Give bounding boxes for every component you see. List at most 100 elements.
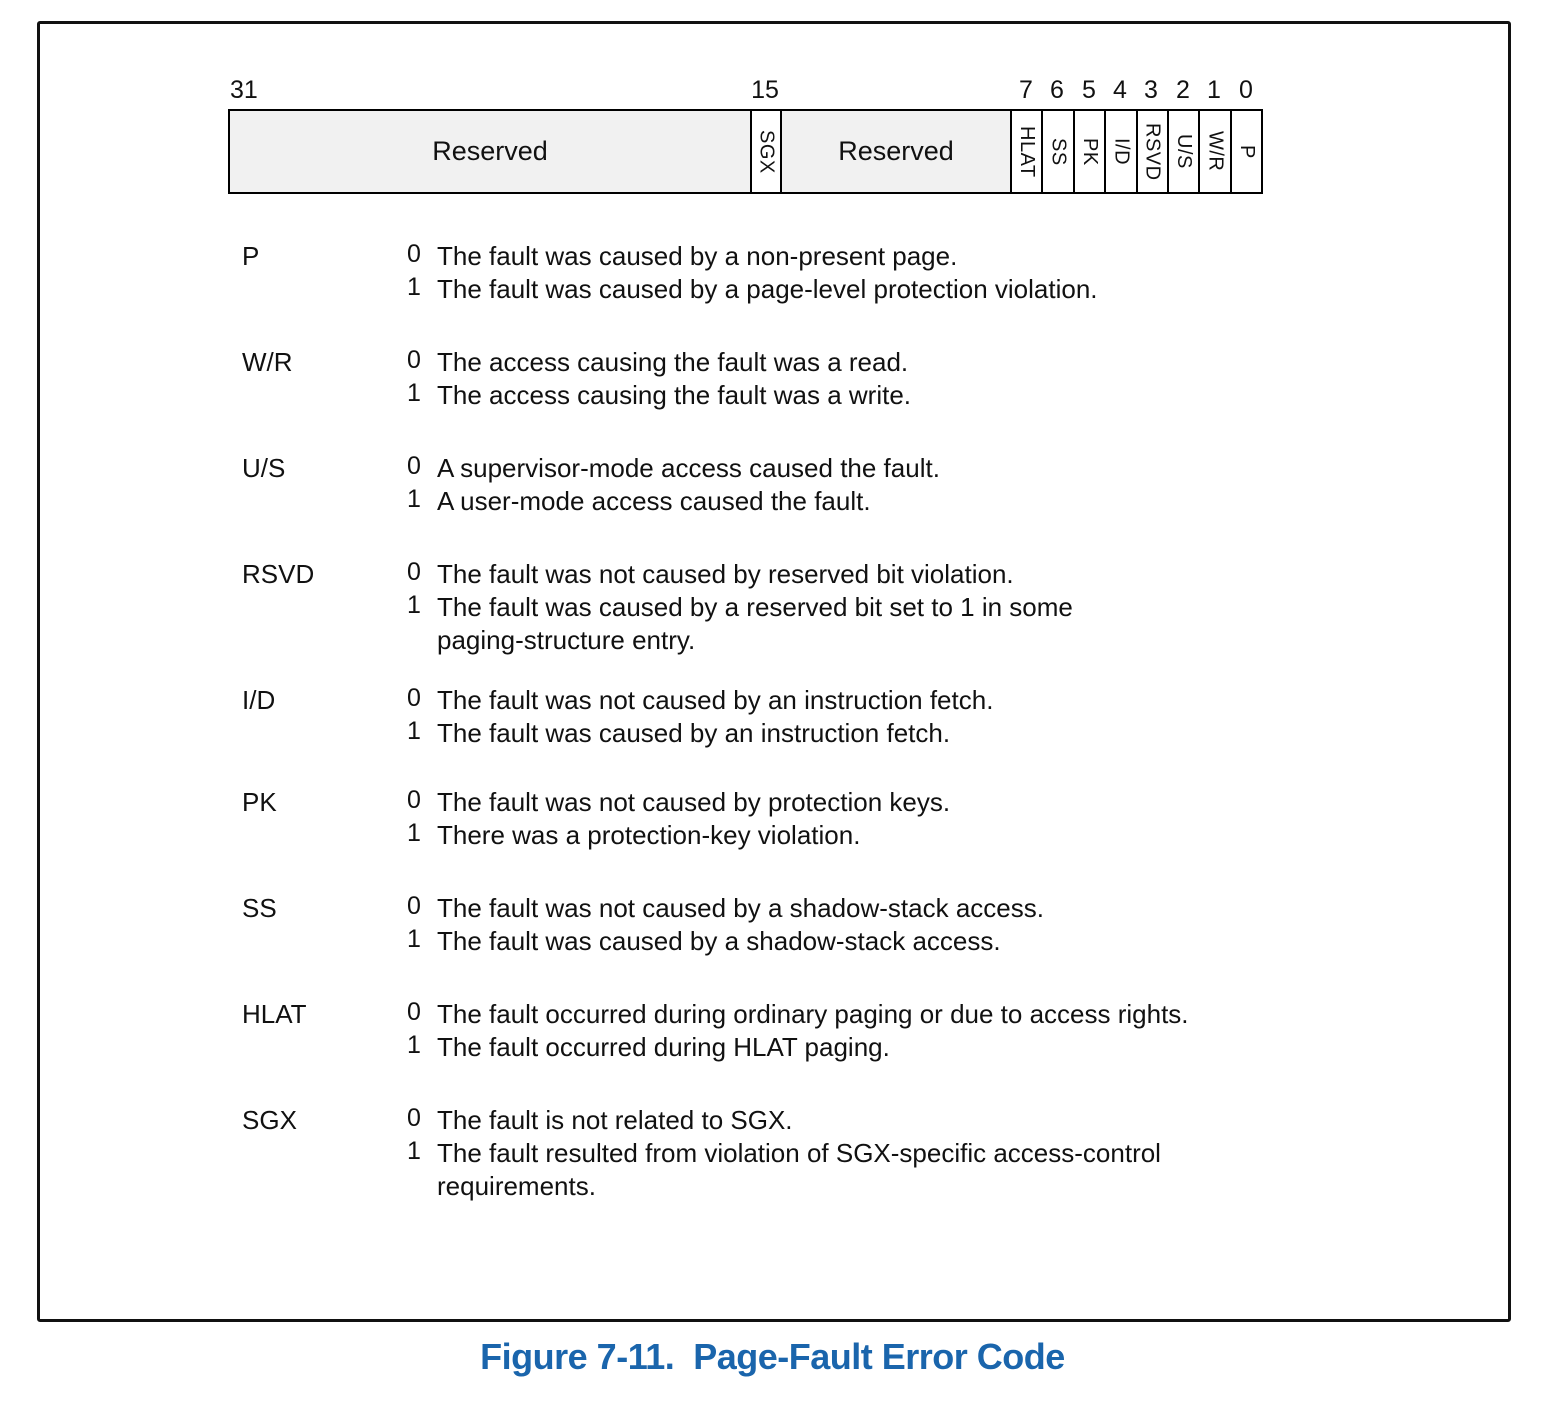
bit-position-label-3: 3 bbox=[1144, 76, 1158, 104]
bit-description: The fault was caused by an instruction f… bbox=[437, 718, 951, 748]
bit-description: The fault was caused by a reserved bit s… bbox=[437, 592, 1073, 622]
bit-value: 0 bbox=[407, 786, 421, 814]
legend-section-ss: SS 0 The fault was not caused by a shadow… bbox=[242, 892, 1442, 958]
bit-description: The access causing the fault was a write… bbox=[437, 380, 912, 410]
bit-description: The fault occurred during ordinary pagin… bbox=[437, 999, 1189, 1029]
cell-label: HLAT bbox=[1016, 125, 1039, 178]
cell-label: PK bbox=[1078, 137, 1101, 166]
bit-position-label-1: 1 bbox=[1207, 76, 1221, 104]
bit-value bbox=[407, 1168, 437, 1201]
cell-label: RSVD bbox=[1141, 122, 1164, 181]
bit-value: 0 bbox=[407, 684, 421, 712]
bit-position-label-5: 5 bbox=[1082, 76, 1096, 104]
cell-id: I/D bbox=[1104, 111, 1136, 192]
bit-description: The fault was caused by a non-present pa… bbox=[437, 241, 958, 271]
cell-label: SGX bbox=[755, 129, 778, 174]
bit-value: 0 bbox=[407, 452, 421, 480]
section-label: SGX bbox=[242, 1105, 297, 1135]
bit-description: The fault was not caused by an instructi… bbox=[437, 685, 994, 715]
legend-line: paging-structure entry. bbox=[407, 624, 1442, 657]
legend-line: 0 The fault was not caused by an instruct… bbox=[407, 684, 1442, 717]
bit-value bbox=[407, 622, 437, 655]
bit-position-label-2: 2 bbox=[1176, 76, 1190, 104]
bit-description: The fault was caused by a page-level pro… bbox=[437, 274, 1098, 304]
bit-description: The fault resulted from violation of SGX… bbox=[437, 1138, 1161, 1168]
bit-position-label-4: 4 bbox=[1113, 76, 1127, 104]
bit-position-label-6: 6 bbox=[1050, 76, 1064, 104]
legend-line: 0 The fault was not caused by a shadow-st… bbox=[407, 892, 1442, 925]
bit-value: 1 bbox=[407, 1031, 421, 1059]
legend-line: 0 The fault was not caused by protection … bbox=[407, 786, 1442, 819]
legend-line: 1 The fault resulted from violation of SG… bbox=[407, 1137, 1442, 1170]
cell-reserved-14-8: Reserved bbox=[780, 111, 1010, 192]
bit-position-row: 31 15 7 6 5 4 3 2 1 0 bbox=[228, 75, 1263, 109]
section-label: SS bbox=[242, 893, 277, 923]
bit-value: 0 bbox=[407, 892, 421, 920]
bit-description: The fault was caused by a shadow-stack a… bbox=[437, 926, 1001, 956]
bit-position-label-0: 0 bbox=[1239, 76, 1253, 104]
bit-description: requirements. bbox=[437, 1171, 596, 1201]
cell-hlat: HLAT bbox=[1010, 111, 1042, 192]
section-label: RSVD bbox=[242, 559, 315, 589]
section-label: P bbox=[242, 241, 260, 271]
figure-frame: 31 15 7 6 5 4 3 2 1 0 Reserved SGX Reser… bbox=[37, 21, 1511, 1322]
bit-description: paging-structure entry. bbox=[437, 625, 696, 655]
bit-position-label-31: 31 bbox=[230, 76, 258, 104]
cell-label: U/S bbox=[1173, 134, 1196, 169]
bit-value: 1 bbox=[407, 591, 421, 619]
legend-line: 1 The fault was caused by an instruction … bbox=[407, 717, 1442, 750]
section-label: HLAT bbox=[242, 999, 307, 1029]
cell-label: P bbox=[1235, 144, 1258, 159]
cell-rsvd: RSVD bbox=[1135, 111, 1167, 192]
legend-line: requirements. bbox=[407, 1170, 1442, 1203]
bit-value: 1 bbox=[407, 925, 421, 953]
section-label: U/S bbox=[242, 453, 286, 483]
cell-label: Reserved bbox=[432, 136, 548, 166]
cell-us: U/S bbox=[1166, 111, 1199, 192]
section-lines: 0 The fault was not caused by a shadow-st… bbox=[407, 892, 1442, 958]
cell-pk: PK bbox=[1072, 111, 1105, 192]
cell-label: SS bbox=[1047, 137, 1070, 166]
cell-label: W/R bbox=[1204, 131, 1227, 172]
bit-description: The fault was not caused by a shadow-sta… bbox=[437, 893, 1044, 923]
bit-value: 1 bbox=[407, 1137, 421, 1165]
figure-caption: Figure 7-11. Page-Fault Error Code bbox=[480, 1336, 1065, 1377]
legend-section-pk: PK 0 The fault was not caused by protecti… bbox=[242, 786, 1442, 852]
section-lines: 0 The fault was not caused by protection … bbox=[407, 786, 1442, 852]
bit-position-label-7: 7 bbox=[1019, 76, 1033, 104]
legend-line: 1 The fault was caused by a page-level pr… bbox=[407, 273, 1442, 306]
bit-description: The fault was not caused by protection k… bbox=[437, 787, 951, 817]
section-lines: 0 The fault was not caused by an instruct… bbox=[407, 684, 1442, 750]
bit-value: 1 bbox=[407, 379, 421, 407]
cell-reserved-31-16: Reserved bbox=[230, 111, 750, 192]
bit-value: 1 bbox=[407, 273, 421, 301]
section-label: PK bbox=[242, 787, 277, 817]
legend-line: 1 The fault was caused by a reserved bit … bbox=[407, 591, 1442, 624]
cell-wr: W/R bbox=[1198, 111, 1230, 192]
bit-description: The fault is not related to SGX. bbox=[437, 1105, 793, 1135]
bit-description: A user-mode access caused the fault. bbox=[437, 486, 871, 516]
legend-line: 1 The access causing the fault was a writ… bbox=[407, 379, 1442, 412]
cell-sgx: SGX bbox=[750, 111, 780, 192]
bit-value: 1 bbox=[407, 717, 421, 745]
